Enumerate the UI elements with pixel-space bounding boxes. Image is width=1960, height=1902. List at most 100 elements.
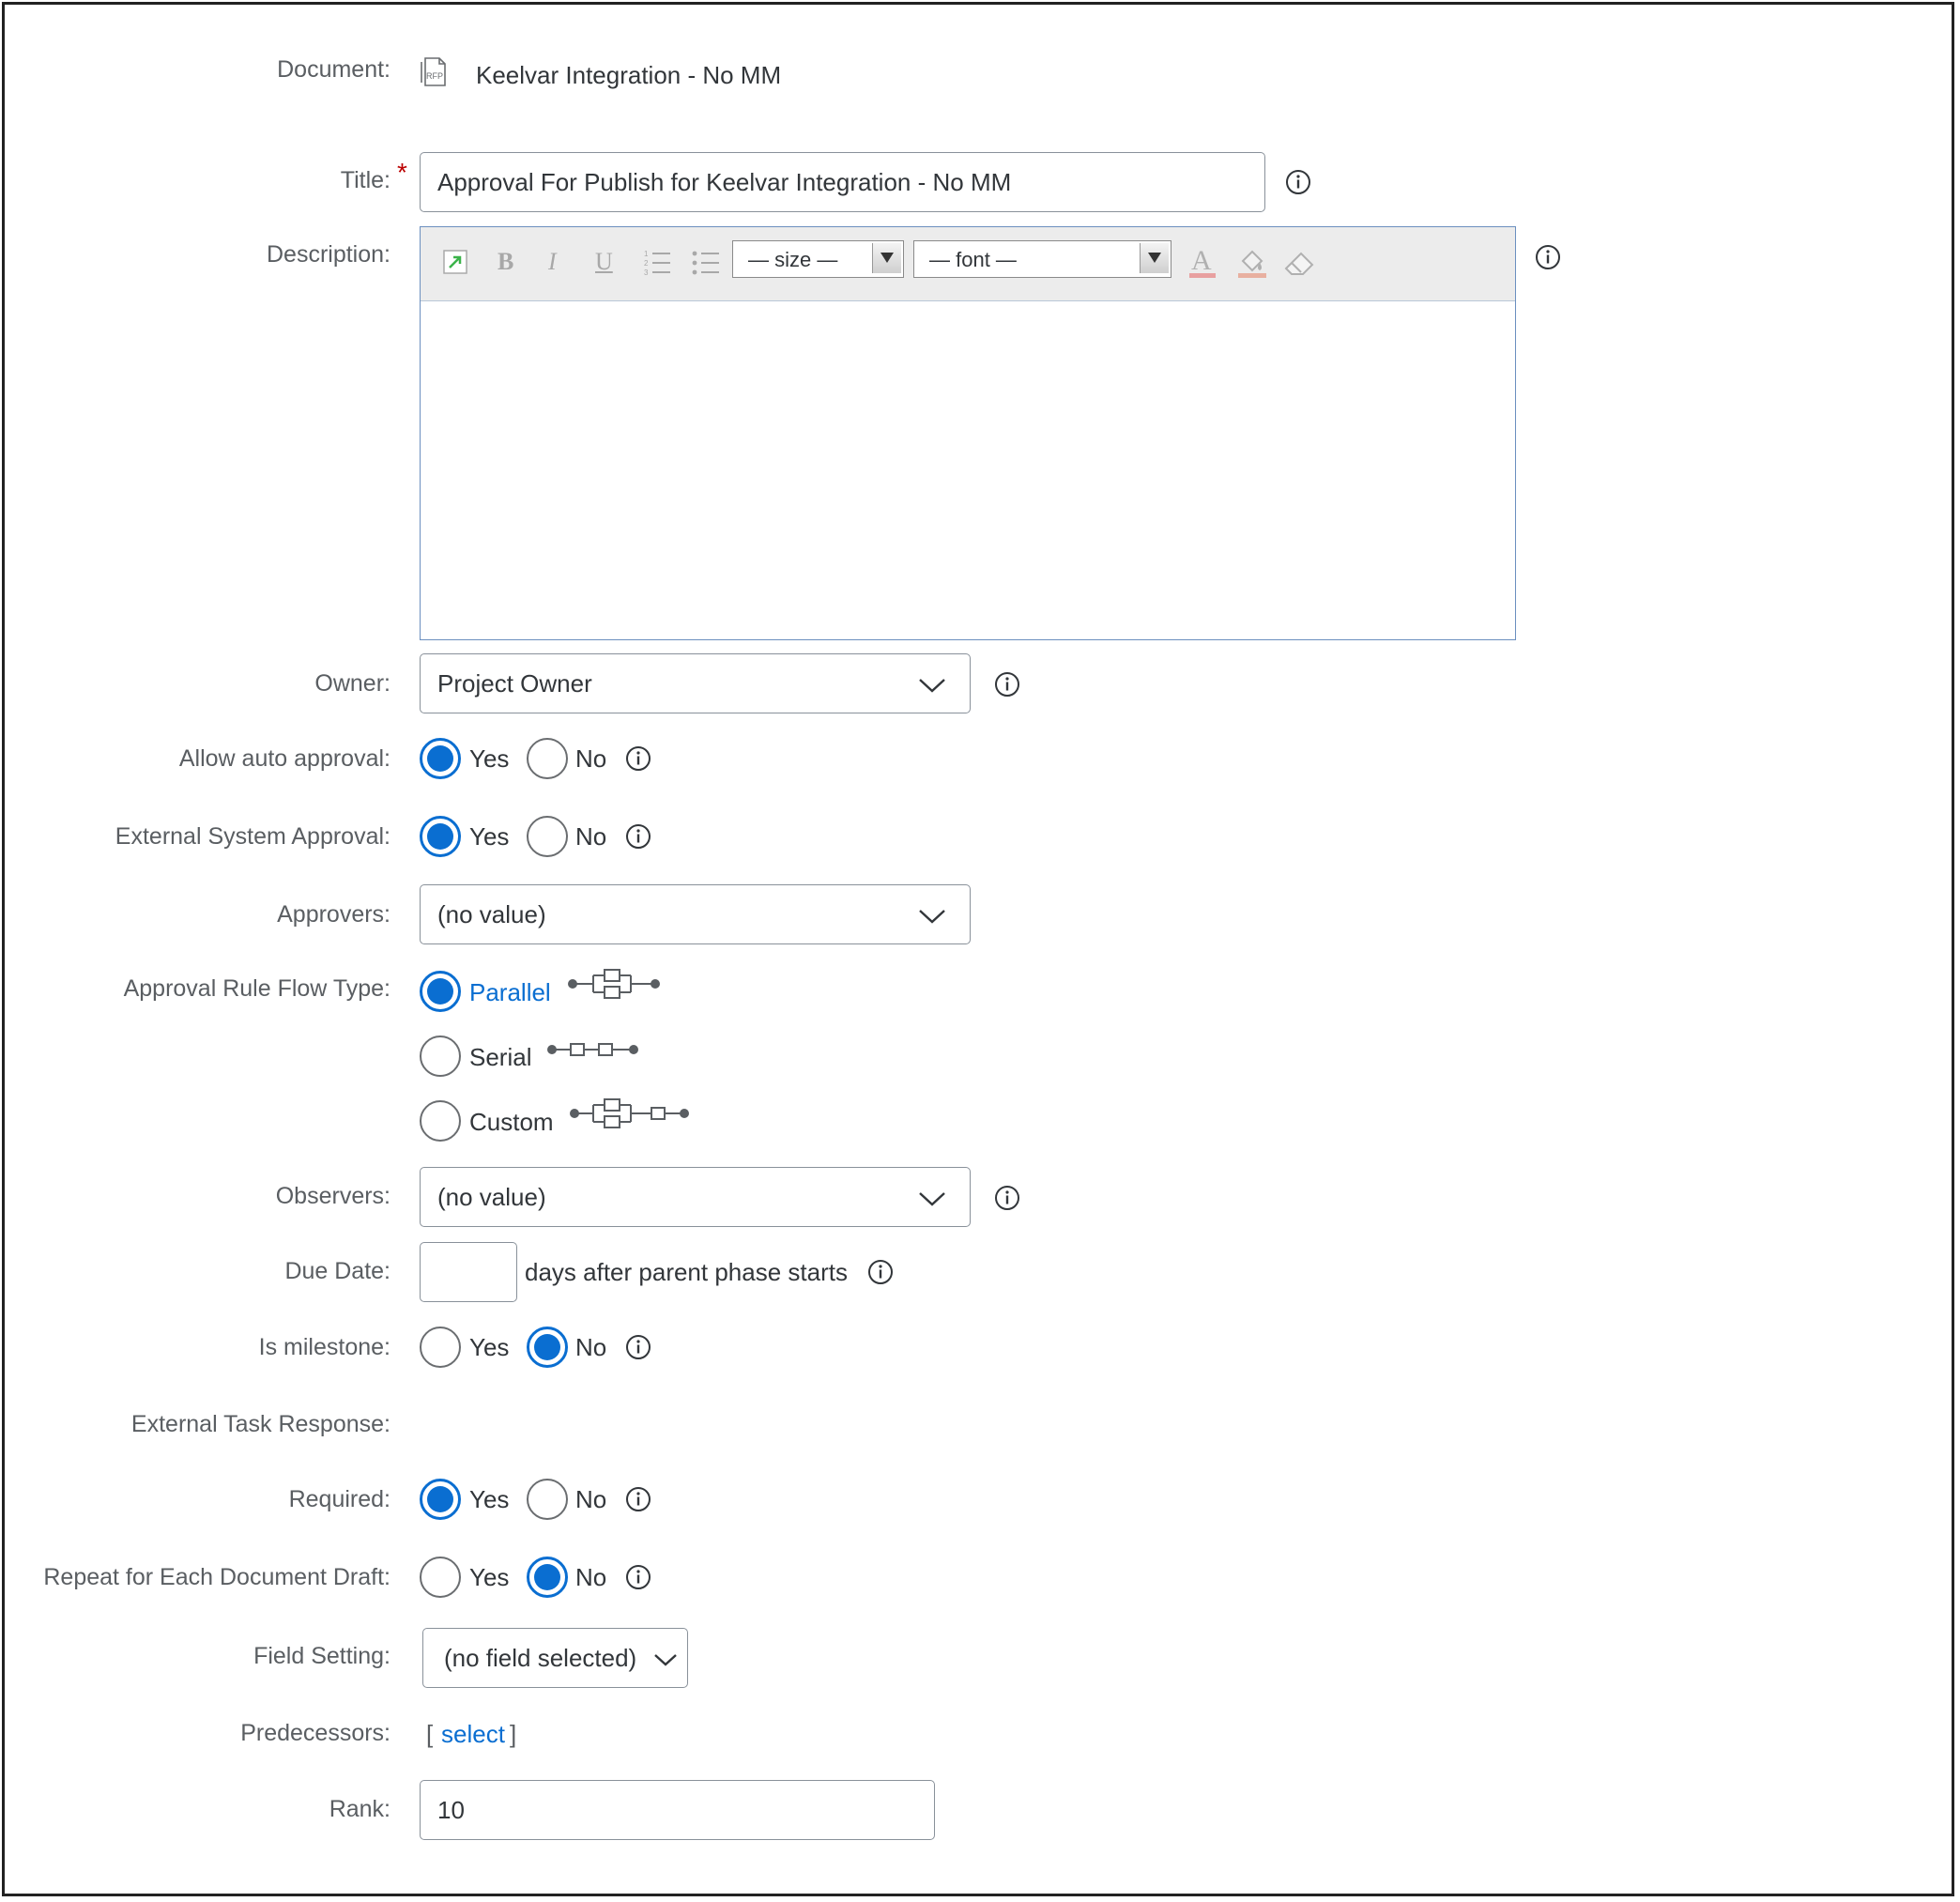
text-color-icon[interactable]: A: [1187, 244, 1218, 280]
external-approval-yes-radio[interactable]: [420, 816, 461, 857]
info-icon[interactable]: [866, 1258, 895, 1286]
rank-label: Rank:: [329, 1796, 390, 1822]
highlight-color-icon[interactable]: [1235, 244, 1269, 280]
approvers-label: Approvers:: [277, 901, 390, 928]
required-yes-label: Yes: [469, 1485, 510, 1513]
rank-input-value: 10: [437, 1796, 465, 1824]
svg-text:1: 1: [644, 250, 649, 258]
image-insert-icon[interactable]: [441, 248, 469, 276]
eraser-icon[interactable]: [1282, 246, 1316, 278]
info-icon[interactable]: [993, 670, 1021, 698]
title-input[interactable]: Approval For Publish for Keelvar Integra…: [420, 152, 1265, 212]
milestone-label: Is milestone:: [258, 1334, 390, 1360]
repeat-yes-label: Yes: [469, 1563, 510, 1591]
external-system-approval-label: External System Approval:: [115, 823, 390, 850]
predecessors-select-link[interactable]: select: [441, 1720, 505, 1748]
font-family-select[interactable]: — font —: [913, 240, 1171, 278]
field-setting-dropdown[interactable]: (no field selected): [422, 1628, 688, 1688]
observers-dropdown-value: (no value): [437, 1183, 546, 1211]
svg-text:2: 2: [644, 259, 649, 268]
underline-button[interactable]: U: [595, 248, 613, 275]
milestone-yes-radio[interactable]: [420, 1327, 461, 1368]
required-yes-radio[interactable]: [420, 1479, 461, 1520]
chevron-down-icon: [1140, 243, 1169, 273]
info-icon[interactable]: [1284, 168, 1312, 196]
auto-approval-no-radio[interactable]: [527, 738, 568, 779]
info-icon[interactable]: [1534, 243, 1562, 271]
info-icon[interactable]: [624, 1485, 652, 1513]
repeat-each-draft-label: Repeat for Each Document Draft:: [43, 1564, 390, 1590]
flow-type-serial-radio[interactable]: [420, 1035, 461, 1077]
font-size-select-value: — size —: [748, 248, 838, 271]
due-date-days-input[interactable]: [420, 1242, 517, 1302]
info-icon[interactable]: [624, 744, 652, 773]
document-label: Document:: [277, 56, 390, 83]
repeat-yes-radio[interactable]: [420, 1557, 461, 1598]
repeat-no-radio[interactable]: [527, 1557, 568, 1598]
italic-button[interactable]: I: [548, 248, 557, 275]
description-label: Description:: [267, 241, 390, 268]
predecessors-bracket-close: ]: [510, 1720, 517, 1748]
required-no-radio[interactable]: [527, 1479, 568, 1520]
predecessors-label: Predecessors:: [240, 1720, 390, 1746]
auto-approval-no-label: No: [575, 744, 607, 773]
auto-approval-yes-radio[interactable]: [420, 738, 461, 779]
bullet-list-icon[interactable]: [691, 248, 721, 278]
chevron-down-icon: [872, 243, 901, 273]
owner-dropdown-value: Project Owner: [437, 669, 592, 698]
milestone-no-label: No: [575, 1333, 607, 1361]
external-approval-yes-label: Yes: [469, 822, 510, 851]
font-size-select[interactable]: — size —: [732, 240, 904, 278]
observers-label: Observers:: [275, 1183, 390, 1209]
external-task-response-label: External Task Response:: [130, 1411, 390, 1437]
observers-dropdown[interactable]: (no value): [420, 1167, 971, 1227]
document-name: Keelvar Integration - No MM: [476, 61, 782, 89]
flow-type-serial-label: Serial: [469, 1043, 532, 1071]
title-label: Title:: [340, 167, 390, 193]
svg-text:A: A: [1191, 245, 1212, 276]
numbered-list-icon[interactable]: 123: [642, 248, 672, 278]
svg-text:3: 3: [644, 268, 649, 277]
info-icon[interactable]: [624, 1563, 652, 1591]
owner-dropdown[interactable]: Project Owner: [420, 653, 971, 713]
info-icon[interactable]: [624, 822, 652, 851]
field-setting-dropdown-value: (no field selected): [444, 1644, 637, 1672]
info-icon[interactable]: [993, 1184, 1021, 1212]
due-date-suffix: days after parent phase starts: [525, 1258, 848, 1286]
field-setting-label: Field Setting:: [253, 1643, 390, 1669]
approvers-dropdown-value: (no value): [437, 900, 546, 928]
rank-input[interactable]: 10: [420, 1780, 935, 1840]
external-approval-no-label: No: [575, 822, 607, 851]
required-label: Required:: [288, 1486, 390, 1512]
font-family-select-value: — font —: [929, 248, 1017, 271]
title-input-value: Approval For Publish for Keelvar Integra…: [437, 168, 1012, 196]
rfp-document-icon: RFP: [421, 57, 446, 86]
due-date-label: Due Date:: [284, 1258, 390, 1284]
flow-type-label: Approval Rule Flow Type:: [123, 975, 390, 1002]
owner-label: Owner:: [314, 670, 390, 697]
flow-type-custom-label: Custom: [469, 1108, 554, 1136]
predecessors-bracket-open: [: [426, 1720, 434, 1748]
auto-approval-yes-label: Yes: [469, 744, 510, 773]
chevron-down-icon: [654, 1654, 677, 1666]
chevron-down-icon: [919, 910, 945, 924]
approvers-dropdown[interactable]: (no value): [420, 884, 971, 944]
flow-type-custom-radio[interactable]: [420, 1100, 461, 1142]
flow-type-parallel-label[interactable]: Parallel: [469, 978, 551, 1006]
milestone-yes-label: Yes: [469, 1333, 510, 1361]
milestone-no-radio[interactable]: [527, 1327, 568, 1368]
serial-flow-icon: [547, 1043, 638, 1056]
flow-type-parallel-radio[interactable]: [420, 971, 461, 1012]
auto-approval-label: Allow auto approval:: [178, 745, 390, 772]
external-approval-no-radio[interactable]: [527, 816, 568, 857]
parallel-flow-icon: [568, 969, 660, 999]
repeat-no-label: No: [575, 1563, 607, 1591]
required-indicator: *: [397, 158, 407, 187]
required-no-label: No: [575, 1485, 607, 1513]
info-icon[interactable]: [624, 1333, 652, 1361]
chevron-down-icon: [919, 1192, 945, 1206]
bold-button[interactable]: B: [498, 248, 514, 275]
svg-text:RFP: RFP: [426, 71, 443, 81]
